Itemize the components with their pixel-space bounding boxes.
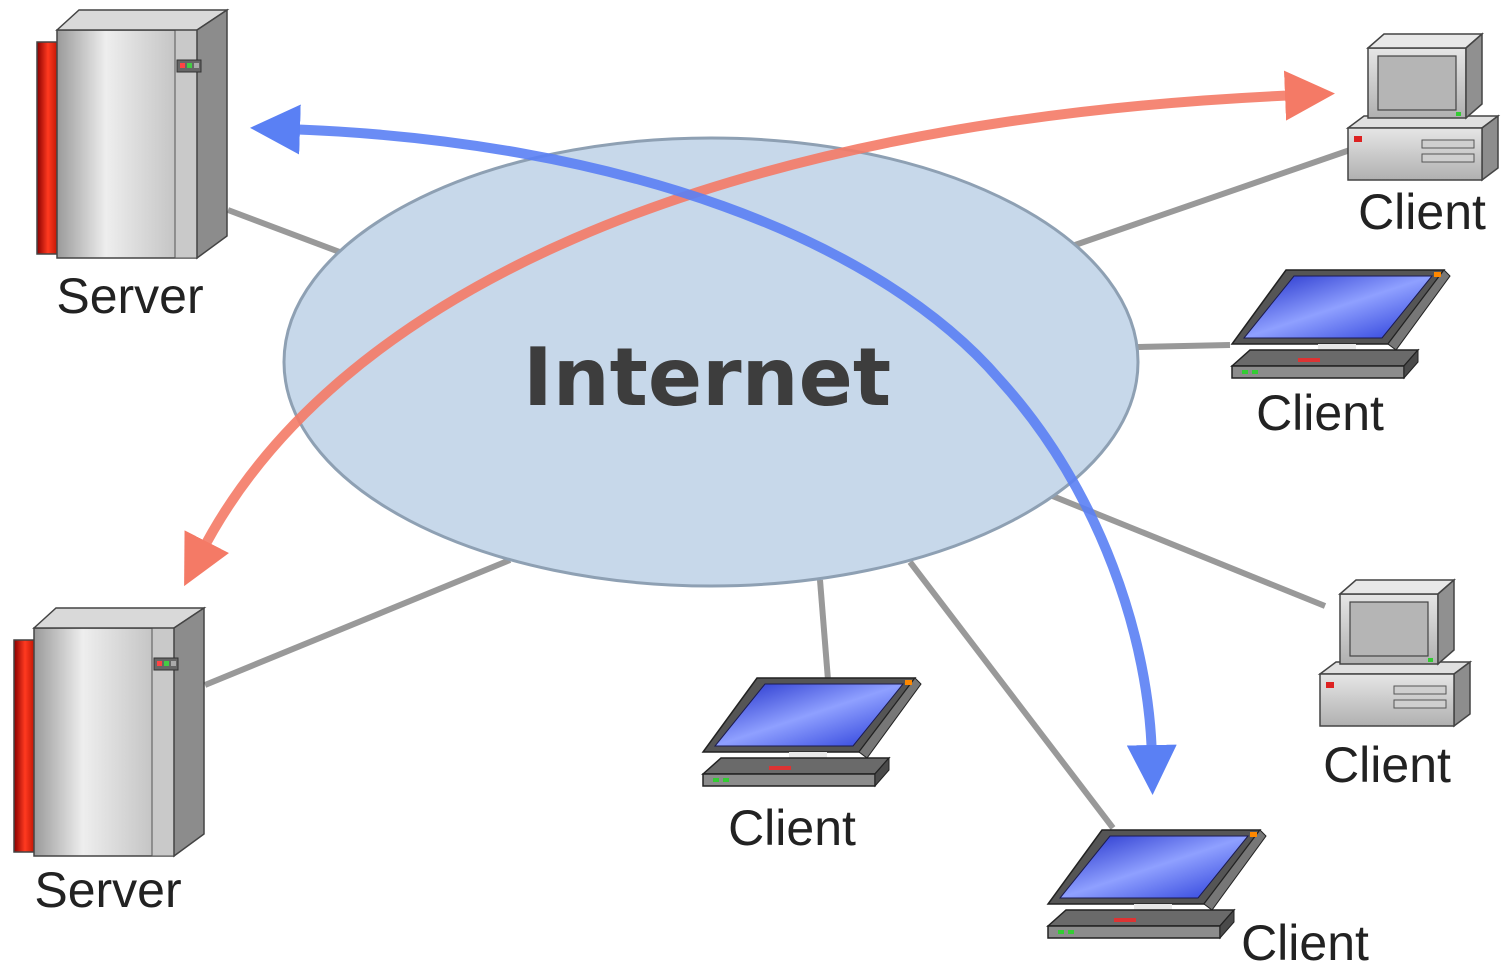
- desktop-computer-icon: [1319, 579, 1471, 727]
- client-laptop-center: Client: [702, 677, 922, 856]
- server-label: Server: [56, 268, 203, 324]
- link-client-desktop-top: [1074, 147, 1351, 248]
- client-desktop-top: Client: [1347, 33, 1499, 240]
- link-server-bottom: [203, 557, 512, 688]
- laptop-icon: [1047, 829, 1267, 939]
- link-client-laptop-bottom: [907, 560, 1116, 830]
- client-label: Client: [1323, 737, 1451, 793]
- server-icon: [36, 9, 228, 259]
- flow-arrow-blue: [250, 104, 1177, 795]
- client-desktop-right: Client: [1319, 579, 1471, 793]
- laptop-icon: [1231, 269, 1451, 379]
- link-server-top: [226, 207, 347, 257]
- link-client-laptop-center: [817, 579, 831, 681]
- internet-label: Internet: [523, 331, 891, 424]
- server-icon: [13, 607, 205, 857]
- client-label: Client: [1241, 915, 1369, 966]
- link-client-laptop-right: [1137, 342, 1231, 350]
- client-label: Client: [728, 800, 856, 856]
- desktop-computer-icon: [1347, 33, 1499, 181]
- client-label: Client: [1358, 184, 1486, 240]
- server-label: Server: [34, 862, 181, 918]
- server-top: Server: [36, 9, 228, 324]
- laptop-icon: [702, 677, 922, 787]
- client-laptop-bottom: Client: [1047, 829, 1369, 966]
- server-bottom: Server: [13, 607, 205, 918]
- client-label: Client: [1256, 385, 1384, 441]
- client-laptop-right: Client: [1231, 269, 1451, 441]
